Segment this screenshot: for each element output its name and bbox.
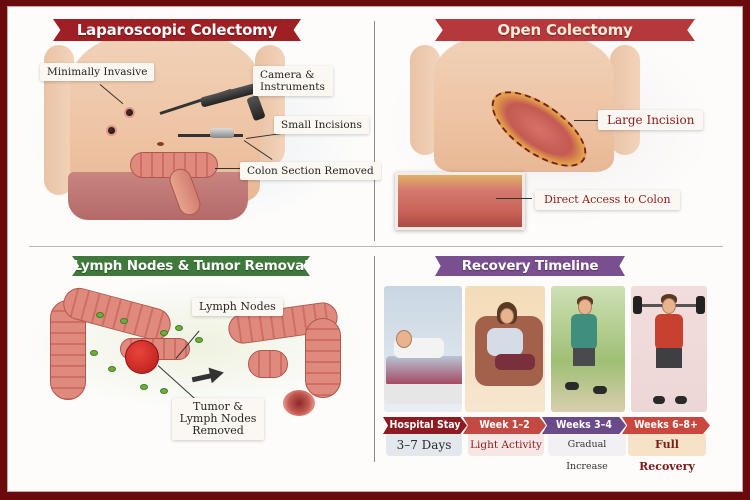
callout-tumor-lymph-nodes-removed: Tumor & Lymph Nodes Removed xyxy=(172,398,264,440)
scene-man-lifting-barbell xyxy=(631,286,707,412)
callout-direct-access-to-colon: Direct Access to Colon xyxy=(535,190,680,210)
woman-pants xyxy=(495,354,535,370)
callout-camera-instruments: Camera & Instruments xyxy=(253,66,333,96)
man-shoe xyxy=(565,382,579,390)
callout-lymph-nodes: Lymph Nodes xyxy=(192,298,283,316)
vertical-divider-top xyxy=(374,21,375,241)
man-red-shirt xyxy=(655,314,683,350)
hospital-bed xyxy=(386,356,462,386)
man-shorts xyxy=(656,348,682,368)
lymph-node-icon xyxy=(160,388,168,394)
bed-frame xyxy=(384,384,462,404)
incision-port-icon xyxy=(124,107,135,118)
navel xyxy=(157,142,164,146)
shorts-illustration xyxy=(68,172,248,220)
lymph-node-icon xyxy=(160,330,168,336)
scene-woman-resting-in-armchair xyxy=(465,286,545,412)
vertical-divider-bottom xyxy=(374,256,375,462)
woman-shirt xyxy=(487,328,523,356)
man-head xyxy=(662,298,676,314)
man-teal-shirt xyxy=(571,314,597,350)
timeline-tag-hospital-stay: Hospital Stay xyxy=(383,417,467,434)
colon-closeup-inset xyxy=(395,172,525,230)
callout-minimally-invasive: Minimally Invasive xyxy=(40,63,155,81)
lymph-node-icon xyxy=(96,312,104,318)
pointer-line xyxy=(496,198,532,199)
man-head xyxy=(578,299,592,315)
timeline-tag-weeks-3-4: Weeks 3–4 xyxy=(542,417,626,434)
pointer-line xyxy=(574,120,602,121)
right-arrow-icon xyxy=(208,364,226,384)
lymph-node-icon xyxy=(175,325,183,331)
timeline-detail-3-7-days: 3–7 Days xyxy=(386,434,462,456)
callout-small-incisions: Small Incisions xyxy=(274,116,369,134)
colon-descending-illustration xyxy=(305,318,341,398)
lymph-node-icon xyxy=(140,384,148,390)
timeline-tag-weeks-6-8: Weeks 6–8+ xyxy=(622,417,710,434)
colon-lumen-opening xyxy=(283,390,315,416)
timeline-detail-full-recovery: Full Recovery xyxy=(628,434,706,473)
banner-open-colectomy: Open Colectomy xyxy=(435,19,695,41)
tumor-illustration xyxy=(125,340,159,374)
timeline-tag-week-1-2: Week 1–2 xyxy=(463,417,546,434)
woman-head xyxy=(500,308,514,324)
barbell-weight xyxy=(633,296,642,314)
horizontal-divider xyxy=(29,246,723,247)
pointer-line xyxy=(215,168,243,169)
instrument-collar-icon xyxy=(210,128,234,138)
resected-segment-illustration xyxy=(248,350,288,378)
man-shorts xyxy=(573,348,595,366)
scene-man-walking-outdoors xyxy=(551,286,625,412)
scene-patient-in-hospital-bed xyxy=(384,286,462,412)
right-arm xyxy=(610,45,640,155)
banner-recovery-timeline: Recovery Timeline xyxy=(435,256,625,276)
callout-colon-section-removed: Colon Section Removed xyxy=(240,162,381,180)
patient-head xyxy=(396,330,412,348)
lymph-node-icon xyxy=(108,366,116,372)
callout-large-incision: Large Incision xyxy=(598,110,704,130)
lymph-node-icon xyxy=(195,337,203,343)
man-shoe xyxy=(653,396,665,404)
lymph-node-icon xyxy=(90,350,98,356)
lymph-node-icon xyxy=(120,318,128,324)
timeline-detail-gradual-increase: Gradual Increase xyxy=(548,434,626,472)
barbell-weight xyxy=(696,296,705,314)
banner-lymph-nodes-tumor-removal: Lymph Nodes & Tumor Removal xyxy=(72,256,310,276)
man-shoe xyxy=(675,396,687,404)
banner-laparoscopic-colectomy: Laparoscopic Colectomy xyxy=(53,19,301,41)
timeline-detail-light-activity: Light Activity xyxy=(468,434,544,456)
man-shoe xyxy=(593,386,607,394)
incision-port-icon xyxy=(106,125,117,136)
